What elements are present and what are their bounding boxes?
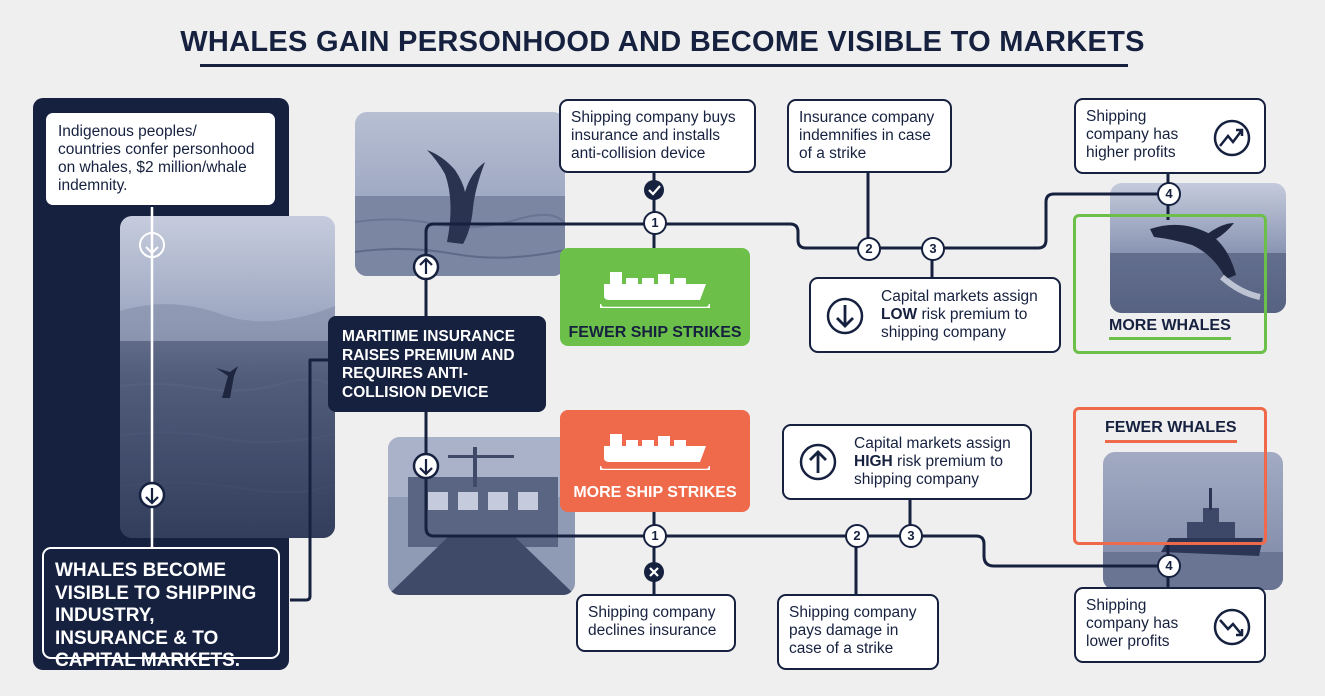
down-arrow-icon <box>145 238 159 255</box>
bottom-step2-text: Shipping company pays damage in case of … <box>789 604 917 657</box>
bottom-step1-box: Shipping company declines insurance <box>576 594 736 652</box>
fewer-whales-underline <box>1105 440 1237 443</box>
fewer-ship-strikes-label: FEWER SHIP STRIKES <box>568 324 742 341</box>
title-underline <box>200 64 1128 67</box>
down-arrow-icon <box>145 488 159 505</box>
up-arrow-icon <box>419 257 433 274</box>
marker-bottom-3: 3 <box>899 524 923 548</box>
trend-down-icon <box>1213 608 1251 646</box>
top-step4-box: Shipping company has higher profits <box>1074 98 1266 174</box>
cargo-ship-icon <box>600 272 710 308</box>
maritime-insurance-label: MARITIME INSURANCE RAISES PREMIUM AND RE… <box>328 316 546 412</box>
top-step2-box: Insurance company indemnifies in case of… <box>787 99 952 173</box>
personhood-text: Indigenous peoples/ countries confer per… <box>58 123 255 194</box>
bottom-step4-text: Shipping company has lower profits <box>1086 597 1179 650</box>
more-whales-label: MORE WHALES <box>1109 317 1231 334</box>
cargo-ship-icon <box>600 434 710 470</box>
fewer-ship-strikes-card: FEWER SHIP STRIKES <box>560 248 750 346</box>
personhood-box: Indigenous peoples/ countries confer per… <box>44 111 277 207</box>
up-arrow-icon <box>799 443 837 481</box>
top-step1-box: Shipping company buys insurance and inst… <box>559 99 756 173</box>
bottom-step1-text: Shipping company declines insurance <box>588 604 717 639</box>
visible-to-markets-text: WHALES BECOME VISIBLE TO SHIPPING INDUST… <box>55 560 257 671</box>
whale-tail-photo <box>355 112 565 276</box>
low-risk-text: LOW <box>881 306 918 323</box>
trend-up-icon <box>1213 119 1251 157</box>
bottom-step4-box: Shipping company has lower profits <box>1074 587 1266 663</box>
marker-top-4: 4 <box>1157 182 1181 206</box>
marker-bottom-1: 1 <box>643 524 667 548</box>
fewer-whales-frame: FEWER WHALES <box>1073 407 1267 545</box>
marker-top-2: 2 <box>857 237 881 261</box>
ocean-whale-tail-photo <box>120 216 335 538</box>
marker-bottom-4: 4 <box>1157 554 1181 578</box>
marker-bottom-2: 2 <box>845 524 869 548</box>
marker-top-3: 3 <box>921 237 945 261</box>
more-whales-frame: MORE WHALES <box>1073 214 1267 354</box>
top-step2-text: Insurance company indemnifies in case of… <box>799 109 935 162</box>
marker-top-1: 1 <box>643 211 667 235</box>
down-arrow-icon <box>826 297 864 335</box>
more-ship-strikes-card: MORE SHIP STRIKES <box>560 410 750 512</box>
bottom-step2-box: Shipping company pays damage in case of … <box>777 594 939 670</box>
fewer-whales-label: FEWER WHALES <box>1105 419 1237 436</box>
breaching-whale-photo <box>1110 183 1286 313</box>
more-whales-underline <box>1109 337 1231 340</box>
ship-deck-photo <box>388 437 575 595</box>
more-ship-strikes-label: MORE SHIP STRIKES <box>573 484 737 501</box>
top-step1-text: Shipping company buys insurance and inst… <box>571 109 736 162</box>
maritime-insurance-text: MARITIME INSURANCE RAISES PREMIUM AND RE… <box>342 328 516 401</box>
top-step3-box: Capital markets assign LOW risk premium … <box>809 277 1061 353</box>
page-title: WHALES GAIN PERSONHOOD AND BECOME VISIBL… <box>180 26 1145 58</box>
check-icon <box>644 180 664 200</box>
down-arrow-icon <box>419 459 433 476</box>
bottom-step3-box: Capital markets assign HIGH risk premium… <box>782 424 1032 500</box>
high-risk-text: HIGH <box>854 453 893 470</box>
visible-to-markets-box: WHALES BECOME VISIBLE TO SHIPPING INDUST… <box>42 547 280 671</box>
top-step4-text: Shipping company has higher profits <box>1086 108 1179 161</box>
